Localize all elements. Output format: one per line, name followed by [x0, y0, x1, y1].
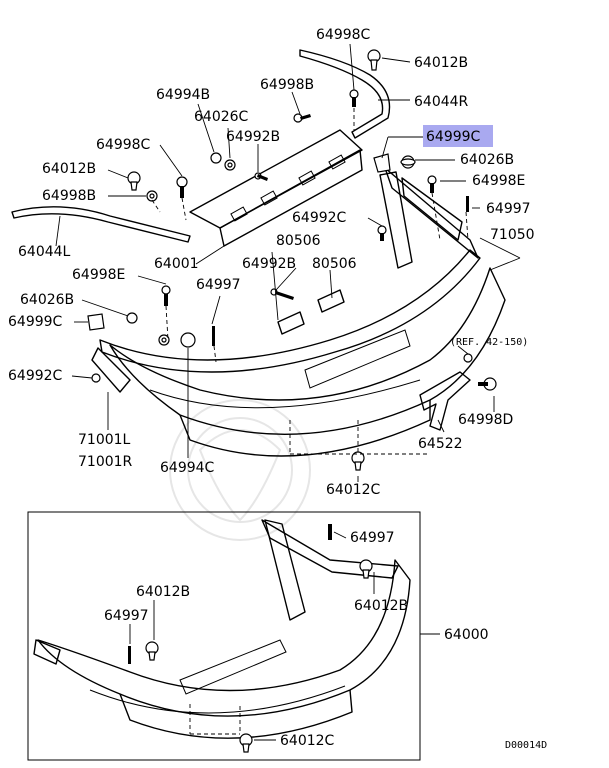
label-64012B-top: 64012B [414, 55, 468, 71]
label-64000: 64000 [444, 627, 489, 643]
label-71001L: 71001L [78, 432, 131, 448]
fasteners-box [128, 524, 373, 753]
alignment-dashes-box [189, 704, 241, 735]
label-64994B: 64994B [156, 87, 210, 103]
label-71001R: 71001R [78, 454, 133, 470]
bumper-upper [99, 167, 481, 373]
fasteners-upper [87, 49, 497, 471]
label-64997-right: 64997 [486, 201, 531, 217]
label-64998C-left: 64998C [96, 137, 151, 153]
label-64026C: 64026C [194, 109, 249, 125]
label-64998E-right: 64998E [472, 173, 525, 189]
label-64998B-left: 64998B [42, 188, 96, 204]
side-strip-right [299, 49, 391, 139]
bumper-face [91, 267, 506, 457]
bumper-assembly [33, 519, 411, 739]
label-71050: 71050 [490, 227, 535, 243]
label-64994C: 64994C [160, 460, 215, 476]
label-64997-box-left: 64997 [104, 608, 149, 624]
label-64012C-mid: 64012C [326, 482, 381, 498]
label-64044R: 64044R [414, 94, 469, 110]
label-64522: 64522 [418, 436, 463, 452]
label-64012B-box-left: 64012B [136, 584, 190, 600]
label-64997-mid: 64997 [196, 277, 241, 293]
ref-note: (REF. 42-150) [450, 337, 528, 348]
label-64999C-left: 64999C [8, 314, 63, 330]
label-64992C-left: 64992C [8, 368, 63, 384]
label-64012B-left: 64012B [42, 161, 96, 177]
label-64998E-left: 64998E [72, 267, 125, 283]
label-64012C-box: 64012C [280, 733, 335, 749]
label-64992C-mid: 64992C [292, 210, 347, 226]
label-64998B-top: 64998B [260, 77, 314, 93]
label-64044L: 64044L [18, 244, 71, 260]
label-64998C-top: 64998C [316, 27, 371, 43]
label-64998D: 64998D [458, 412, 513, 428]
label-64997-box: 64997 [350, 530, 395, 546]
watermark-emblem [169, 399, 311, 541]
label-64012B-box-right: 64012B [354, 598, 408, 614]
bracket-80506-b [317, 289, 345, 313]
leader-lines [55, 43, 521, 482]
assembly-box [27, 511, 421, 761]
leader-lines-box [129, 531, 375, 741]
label-80506-a: 80506 [276, 233, 321, 249]
highlight-box [423, 125, 493, 147]
label-64026B-right: 64026B [460, 152, 514, 168]
label-64992B-a: 64992B [226, 129, 280, 145]
part-labels: 64998C 64012B 64998B 64044R 64994B 64026… [8, 27, 547, 751]
side-strip-left [11, 206, 191, 243]
label-80506-b: 80506 [312, 256, 357, 272]
label-64001: 64001 [154, 256, 199, 272]
label-64026B-left: 64026B [20, 292, 74, 308]
bracket-center [189, 129, 363, 247]
bracket-64522 [419, 371, 471, 431]
label-64992B-b: 64992B [242, 256, 296, 272]
document-code: D00014D [505, 740, 547, 751]
bracket-80506-a [277, 311, 305, 335]
label-64999C-highlighted: 64999C [426, 129, 481, 145]
alignment-dashes [151, 108, 469, 455]
